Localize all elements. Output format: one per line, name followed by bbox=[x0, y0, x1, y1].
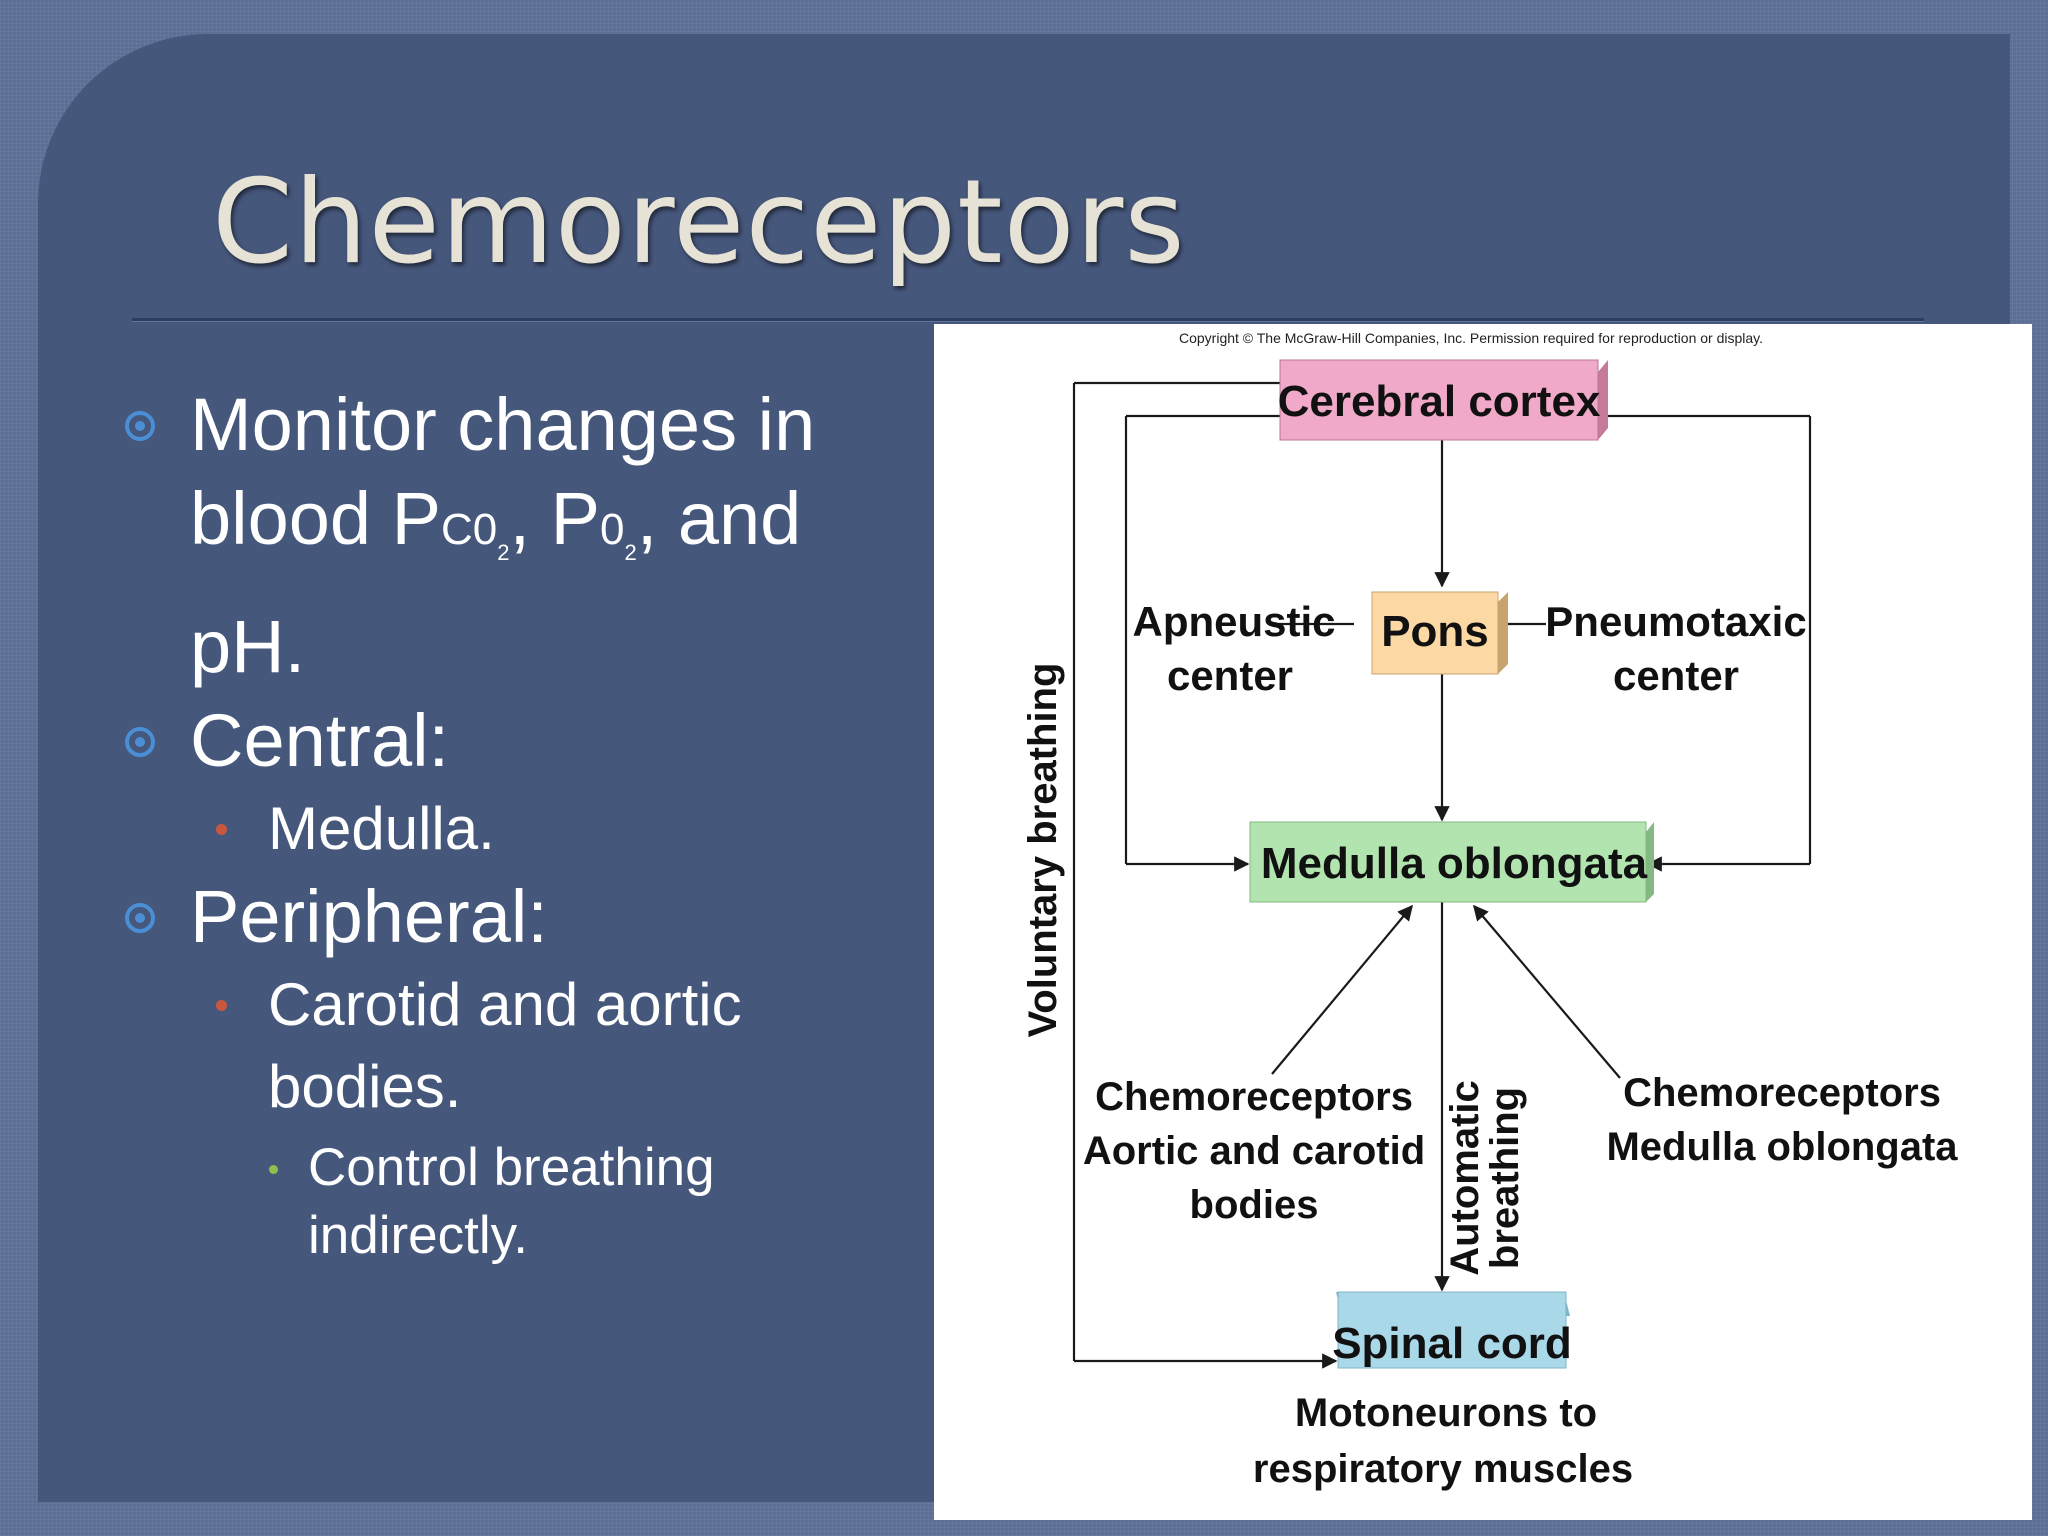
po2-subscript: 2 bbox=[624, 539, 637, 565]
bullet-monitor-and: , and bbox=[636, 477, 802, 560]
bullet-medulla-text: Medulla. bbox=[268, 794, 495, 862]
pco2-subscript: 2 bbox=[497, 539, 510, 565]
bullet-monitor-line3: pH. bbox=[190, 604, 306, 688]
bullet-control-line2: indirectly. bbox=[308, 1205, 528, 1265]
chemo-left-label-3: bodies bbox=[1190, 1183, 1319, 1227]
central-chemo-arrow bbox=[1473, 904, 1621, 1079]
slide-title: Chemoreceptors bbox=[212, 155, 1186, 290]
circle-bullet-icon bbox=[125, 411, 155, 441]
dot-bullet-icon bbox=[216, 823, 227, 835]
bullet-monitor-blood: blood P bbox=[190, 477, 441, 560]
chemo-right-label-2: Medulla oblongata bbox=[1606, 1125, 1958, 1169]
connector-lines bbox=[1072, 381, 1812, 1369]
chemo-left-label-2: Aortic and carotid bbox=[1083, 1129, 1425, 1173]
bullet-monitor-line1: Monitor changes in bbox=[190, 383, 816, 466]
bullet-peripheral: Peripheral: bbox=[125, 870, 925, 964]
pons-label: Pons bbox=[1381, 607, 1489, 656]
pons-box: Pons bbox=[1371, 591, 1508, 675]
bullet-carotid-line2: bodies. bbox=[268, 1052, 462, 1120]
bullet-carotid-line1: Carotid and aortic bbox=[268, 970, 742, 1038]
motoneurons-label-2: respiratory muscles bbox=[1253, 1447, 1633, 1491]
motoneurons-label-1: Motoneurons to bbox=[1295, 1391, 1597, 1435]
cerebral-cortex-box: Cerebral cortex bbox=[1278, 359, 1608, 441]
bullet-control: Control breathing indirectly. bbox=[125, 1134, 925, 1270]
circle-bullet-icon bbox=[125, 726, 155, 757]
voluntary-breathing-label: Voluntary breathing bbox=[1021, 663, 1065, 1038]
apneustic-label-2: center bbox=[1167, 652, 1293, 699]
diagram-svg: Copyright © The McGraw-Hill Companies, I… bbox=[1021, 330, 1958, 1491]
bullet-carotid: Carotid and aortic bodies. bbox=[125, 964, 925, 1128]
bullet-list: Monitor changes in blood PC02, P02, and … bbox=[125, 378, 925, 1270]
bullet-control-line1: Control breathing bbox=[308, 1137, 715, 1197]
title-divider bbox=[132, 318, 1924, 321]
bullet-peripheral-text: Peripheral: bbox=[190, 874, 548, 958]
copyright-notice: Copyright © The McGraw-Hill Companies, I… bbox=[1179, 330, 1763, 346]
cerebral-cortex-label: Cerebral cortex bbox=[1278, 377, 1601, 426]
pneumotaxic-label-1: Pneumotaxic bbox=[1545, 598, 1806, 645]
bullet-central: Central: bbox=[125, 694, 925, 788]
bullet-medulla: Medulla. bbox=[125, 788, 925, 870]
dot-bullet-icon bbox=[216, 999, 227, 1011]
bullet-central-text: Central: bbox=[190, 698, 450, 782]
chemo-left-label-1: Chemoreceptors bbox=[1095, 1075, 1413, 1119]
apneustic-label-1: Apneustic bbox=[1132, 598, 1335, 645]
bullet-monitor-po: , P bbox=[509, 477, 600, 560]
po2-label: 0 bbox=[599, 505, 625, 554]
medulla-label: Medulla oblongata bbox=[1261, 839, 1648, 888]
automatic-label-1: Automatic bbox=[1443, 1080, 1487, 1276]
pco2-label: C0 bbox=[440, 505, 498, 554]
medulla-box: Medulla oblongata bbox=[1249, 821, 1654, 903]
peripheral-chemo-arrow bbox=[1271, 904, 1413, 1075]
breathing-control-diagram: Copyright © The McGraw-Hill Companies, I… bbox=[934, 324, 2032, 1520]
dot-bullet-icon bbox=[269, 1164, 278, 1174]
circle-bullet-icon bbox=[125, 902, 155, 933]
automatic-label-2: breathing bbox=[1483, 1087, 1527, 1269]
spinal-cord-label: Spinal cord bbox=[1332, 1319, 1572, 1368]
bullet-monitor: Monitor changes in blood PC02, P02, and … bbox=[125, 378, 925, 694]
pneumotaxic-label-2: center bbox=[1613, 652, 1739, 699]
chemo-right-label-1: Chemoreceptors bbox=[1623, 1071, 1941, 1115]
spinal-cord-box: Spinal cord bbox=[1332, 1291, 1572, 1369]
